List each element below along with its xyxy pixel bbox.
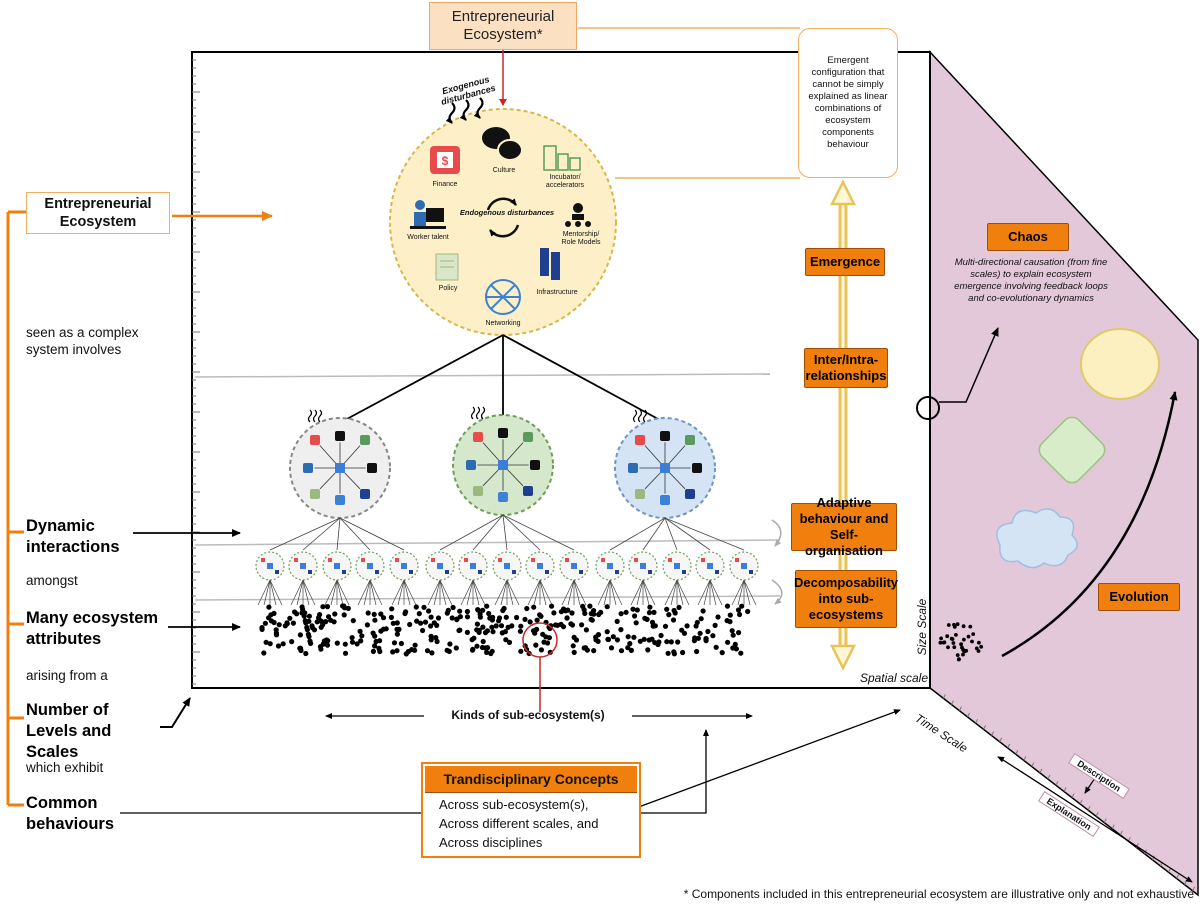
sub-sub-ecosystem-circle xyxy=(662,551,692,581)
evolution-box: Evolution xyxy=(1098,583,1180,611)
adaptive-box: Adaptive behaviour and Self-organisation xyxy=(791,495,897,558)
infrastructure-icon xyxy=(540,248,560,280)
networking-label: Networking xyxy=(485,320,521,327)
culture-label: Culture xyxy=(492,167,516,174)
evolution-arrow xyxy=(1001,391,1178,658)
incubator-label: Incubator/ accelerators xyxy=(545,174,585,189)
green-diamond-shape xyxy=(1038,416,1106,484)
hierarchy-lines xyxy=(344,334,661,421)
time-ticks xyxy=(942,694,1196,892)
sub-ecosystem-circle xyxy=(452,406,554,516)
left-item-dynamic-interactions: Dynamic interactions xyxy=(26,517,120,556)
emergent-note: Emergent configuration that cannot be si… xyxy=(798,28,898,178)
sub-sub-ecosystem-circle xyxy=(595,551,625,581)
culture-icon xyxy=(482,127,523,161)
sub-sub-ecosystem-circle xyxy=(525,551,555,581)
left-item-which-exhibit: which exhibit xyxy=(26,760,104,775)
left-ecosystem-box: Entrepreneurial Ecosystem xyxy=(26,192,170,234)
left-item-levels-scales: Number of Levels and Scales xyxy=(26,701,112,761)
relationships-box: Inter/Intra-relationships xyxy=(804,348,888,388)
transdisciplinary-line-3: Across disciplines xyxy=(439,835,543,850)
sub-sub-ecosystem-circle xyxy=(255,551,285,581)
emergence-box: Emergence xyxy=(805,248,885,276)
incubator-icon xyxy=(543,145,581,171)
infrastructure-label: Infrastructure xyxy=(536,289,578,296)
size-scale-label: Size Scale xyxy=(915,598,929,656)
sub-ecosystem-circle xyxy=(289,409,391,519)
policy-icon xyxy=(435,253,459,281)
mentorship-icon xyxy=(565,203,591,227)
spatial-scale-label: Spatial scale xyxy=(859,671,928,685)
left-item-amongst: amongst xyxy=(26,573,78,588)
top-ecosystem-title-box: Entrepreneurial Ecosystem* xyxy=(429,2,577,50)
finance-icon: $ xyxy=(430,146,460,174)
sub-sub-ecosystem-circle xyxy=(288,551,318,581)
sub-sub-ecosystem-circle xyxy=(389,551,419,581)
left-ecosystem-title: Entrepreneurial Ecosystem xyxy=(44,196,152,230)
sub-sub-ecosystem-circle xyxy=(458,551,488,581)
emergent-note-text: Emergent configuration that cannot be si… xyxy=(808,55,888,150)
transdisciplinary-box: Trandisciplinary Concepts Across sub-eco… xyxy=(421,762,641,858)
chaos-box: Chaos xyxy=(987,223,1069,251)
finance-label: Finance xyxy=(432,181,458,188)
mentorship-label: Mentorship/ Role Models xyxy=(561,231,601,246)
sub-sub-ecosystem-circle xyxy=(492,551,522,581)
left-bracket xyxy=(6,210,26,807)
networking-icon xyxy=(485,279,521,315)
sub-sub-ecosystem-circle xyxy=(322,551,352,581)
left-item-many-attributes: Many ecosystem attributes xyxy=(26,609,159,648)
svg-text:$: $ xyxy=(442,154,449,168)
policy-label: Policy xyxy=(438,285,458,292)
worker-talent-label: Worker talent xyxy=(407,234,449,241)
blue-cloud-shape xyxy=(996,508,1078,569)
left-item-common-behaviours: Common behaviours xyxy=(26,794,115,833)
chaos-marker-circle xyxy=(916,396,940,420)
left-item-arising: arising from a xyxy=(26,668,108,683)
top-ecosystem-title: Entrepreneurial Ecosystem* xyxy=(451,8,555,43)
sub-ecosystem-circle xyxy=(614,409,716,519)
transdisciplinary-line-2: Across different scales, and xyxy=(439,816,599,831)
sub-sub-ecosystem-circle xyxy=(695,551,725,581)
main-frame xyxy=(191,51,931,689)
sub-sub-ecosystem-circle xyxy=(425,551,455,581)
worker-talent-icon xyxy=(410,200,446,229)
endogenous-cycle-icon xyxy=(486,197,520,238)
transdisciplinary-title: Trandisciplinary Concepts xyxy=(425,766,637,793)
transdisciplinary-line-1: Across sub-ecosystem(s), xyxy=(439,797,589,812)
chaos-text: Multi-directional causation (from fine s… xyxy=(954,257,1108,304)
yellow-oval-shape xyxy=(1080,328,1160,400)
decomposability-box: Decomposability into sub-ecosystems xyxy=(794,570,898,628)
sub-sub-ecosystem-circle xyxy=(355,551,385,581)
sub-sub-ecosystem-circle xyxy=(559,551,589,581)
sub-sub-ecosystem-circle xyxy=(628,551,658,581)
sub-sub-ecosystem-circle xyxy=(729,551,759,581)
endogenous-label: Endogenous disturbances xyxy=(459,208,555,217)
footnote: * Components included in this entreprene… xyxy=(683,887,1194,901)
exogenous-disturbance-icon xyxy=(445,97,484,124)
frame-ticks xyxy=(192,59,200,685)
kinds-label: Kinds of sub-ecosystem(s) xyxy=(451,708,605,722)
left-item-complex-system: seen as a complex system involves xyxy=(26,325,139,357)
